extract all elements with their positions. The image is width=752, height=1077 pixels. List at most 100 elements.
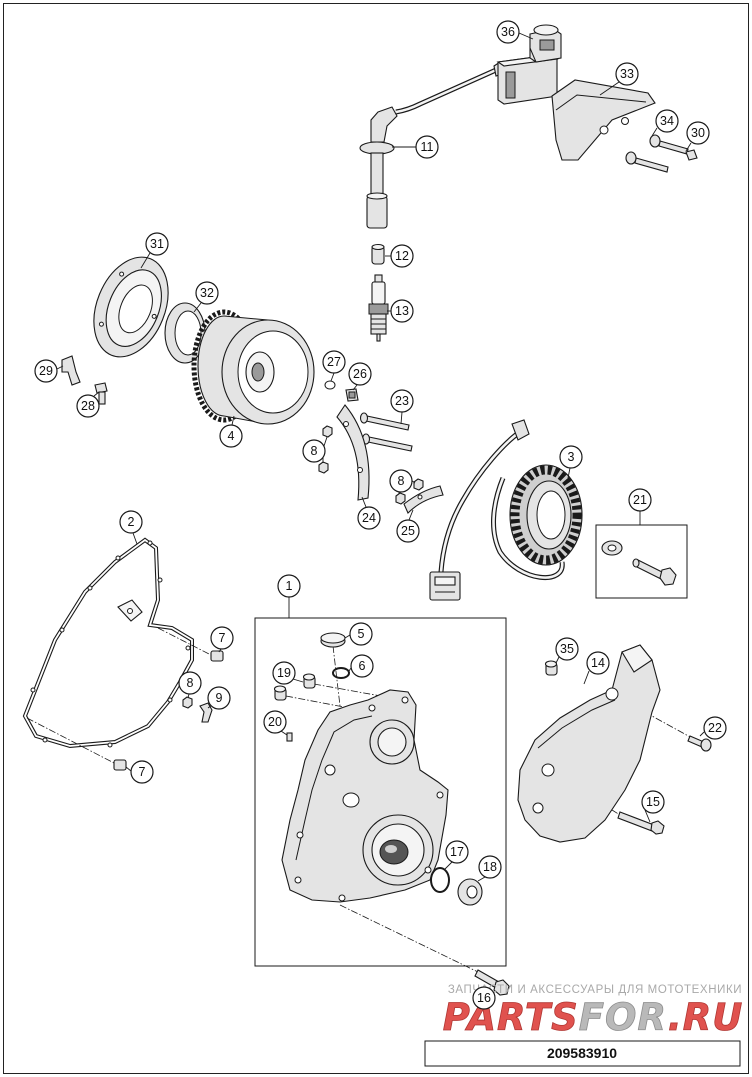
callout: 14 [586,651,610,675]
callout-label: 21 [633,493,647,507]
callout-label: 31 [150,237,164,251]
callout: 35 [555,637,579,661]
part-spark-plug-cap [359,106,398,229]
callout: 4 [219,424,243,448]
callout-label: 6 [359,659,366,673]
part-21-detail-box [595,524,688,599]
callout: 3 [559,445,583,469]
callout: 36 [496,20,520,44]
callout: 11 [415,135,439,159]
callout: 1 [277,574,301,598]
callout-label: 2 [128,515,135,529]
part-sprocket-cover [517,644,693,843]
part-terminal-nut [371,243,385,265]
callout-label: 1 [286,579,293,593]
part-stator [429,419,583,601]
callout: 16 [472,986,496,1010]
part-rotor-cover-plate [93,256,169,358]
callout: 9 [207,686,231,710]
part-number: 209583910 [547,1045,617,1061]
part-cable-clamp-and-bolt [61,355,108,405]
watermark-tagline: ЗАПЧАСТИ И АКСЕССУАРЫ ДЛЯ МОТОТЕХНИКИ [448,984,742,996]
callout: 21 [628,488,652,512]
part-cable-guide-bracket [336,404,370,501]
callout-label: 4 [228,429,235,443]
callout: 5 [349,622,373,646]
callout-label: 9 [216,691,223,705]
callout-label: 32 [200,286,214,300]
callout: 28 [76,394,100,418]
part-bracket-bolts [625,134,698,173]
part-retaining-plate [395,478,444,514]
callout-label: 20 [268,715,282,729]
logo-part-3: .RU [668,996,744,1039]
part-sprocket-cover-bolts [617,735,712,835]
callout-label: 3 [568,450,575,464]
callout: 26 [348,362,372,386]
callout: 29 [34,359,58,383]
callout-label: 27 [327,355,341,369]
callout-label: 30 [691,126,705,140]
callout: 6 [350,654,374,678]
part-oring-and-nut [430,867,483,906]
part-coil-bracket [551,79,656,161]
logo-part-1: PARTS [443,996,579,1039]
callout-label: 13 [395,304,409,318]
gasket-alignment-lines [26,627,212,764]
callout: 17 [445,840,469,864]
part-ignition-coil [395,24,562,115]
callout-label: 12 [395,249,409,263]
part-spark-plug [368,274,389,342]
callout-label: 36 [501,25,515,39]
part-nuts-upper [318,425,333,474]
callout: 31 [145,232,169,256]
callout: 18 [478,855,502,879]
part-plug-cap-oring-plugs-pin [273,632,350,742]
callout: 7 [210,626,234,650]
callout: 25 [396,519,420,543]
callout-label: 22 [708,721,722,735]
callout: 8 [302,439,326,463]
callout-label: 18 [483,860,497,874]
callout-label: 35 [560,642,574,656]
page-border [3,3,749,1074]
part-cover-bolt [474,969,510,996]
callout-label: 34 [660,114,674,128]
part-washer-and-rotor-nut [324,380,359,402]
part-cover-gasket [22,537,194,749]
part-ignition-cover-box [254,617,507,973]
watermark: ЗАПЧАСТИ И АКСЕССУАРЫ ДЛЯ МОТОТЕХНИКИ PA… [442,984,744,1039]
part-rotor-flywheel [191,309,315,425]
callout-label: 8 [187,676,194,690]
watermark-logo: PARTSFOR.RU [443,996,744,1039]
callout-label: 14 [591,656,605,670]
callout-label: 33 [620,67,634,81]
callouts: 36 33 34 30 11 12 13 31 32 29 28 27 26 4… [34,20,727,1010]
callout-label: 15 [646,795,660,809]
part-stator-screws [359,412,413,452]
callout: 34 [655,109,679,133]
callout-label: 28 [81,399,95,413]
callout: 7 [130,760,154,784]
callout-label: 24 [362,511,376,525]
callout-label: 29 [39,364,53,378]
callout: 30 [686,121,710,145]
callout-label: 8 [398,474,405,488]
callout: 24 [357,506,381,530]
callout: 23 [390,389,414,413]
callout-label: 16 [477,991,491,1005]
callout-label: 7 [219,631,226,645]
callout: 32 [195,281,219,305]
callout: 2 [119,510,143,534]
callout-label: 5 [358,627,365,641]
part-dowel-sleeves-and-clip [113,650,224,771]
callout: 22 [703,716,727,740]
callout-label: 26 [353,367,367,381]
callout: 20 [263,710,287,734]
callout: 12 [390,244,414,268]
callout-label: 7 [139,765,146,779]
callout: 8 [389,469,413,493]
callout: 33 [615,62,639,86]
callout: 15 [641,790,665,814]
